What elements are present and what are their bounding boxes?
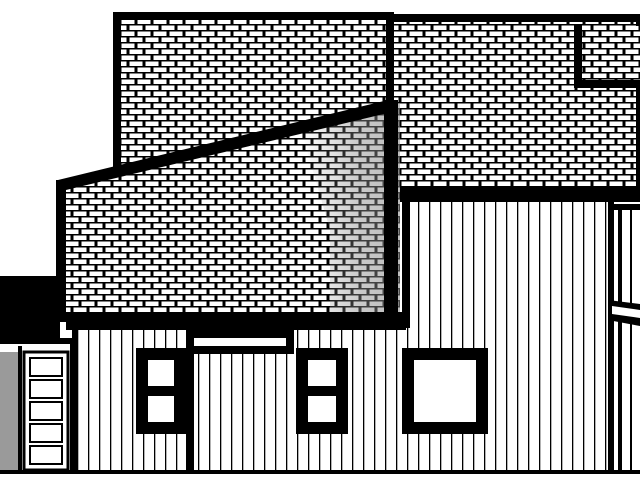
header-beam (186, 330, 294, 472)
dormer-block (574, 24, 640, 88)
window-square (402, 348, 488, 434)
right-edge-wing (608, 204, 640, 472)
ground-line (0, 470, 640, 474)
window-left (136, 348, 186, 434)
sloped-roof (56, 100, 406, 330)
window-middle (296, 348, 348, 434)
left-wing (0, 276, 76, 472)
